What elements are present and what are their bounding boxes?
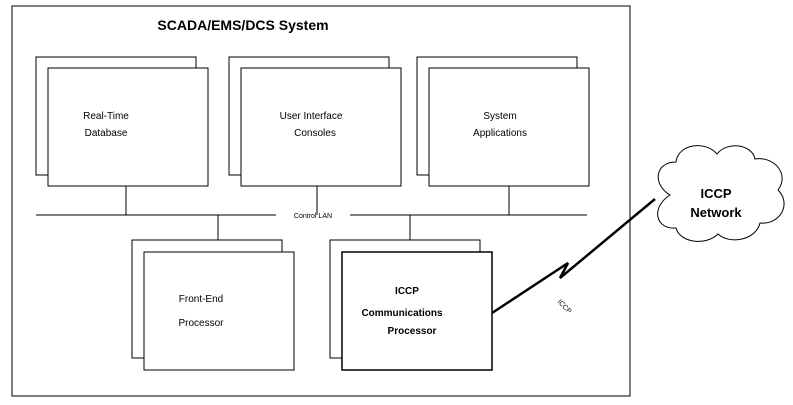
- iccp-comm-line3: Processor: [388, 326, 437, 337]
- system-applications-line2: Applications: [473, 128, 527, 139]
- iccp-communications-processor-box: ICCP Communications Processor: [329, 239, 493, 371]
- iccp-network-line2: Network: [690, 205, 742, 220]
- user-interface-consoles-line2: Consoles: [294, 128, 336, 139]
- system-title: SCADA/EMS/DCS System: [157, 17, 328, 33]
- system-applications-box: System Applications: [416, 56, 590, 187]
- iccp-network-line1: ICCP: [700, 186, 731, 201]
- user-interface-consoles-box: User Interface Consoles: [228, 56, 402, 187]
- realtime-database-line2: Database: [85, 128, 128, 139]
- realtime-database-box: Real-Time Database: [35, 56, 209, 187]
- realtime-database-line1: Real-Time: [83, 111, 129, 122]
- front-end-processor-line2: Processor: [178, 318, 224, 329]
- iccp-comm-line1: ICCP: [395, 286, 419, 297]
- front-end-processor-line1: Front-End: [179, 294, 223, 305]
- iccp-comm-line2: Communications: [361, 308, 443, 319]
- front-end-processor-box: Front-End Processor: [131, 239, 295, 371]
- iccp-link-bolt: [491, 198, 656, 315]
- control-lan-label: Control LAN: [294, 213, 332, 220]
- system-applications-line1: System: [483, 111, 516, 122]
- iccp-network-cloud: [657, 145, 785, 242]
- user-interface-consoles-line1: User Interface: [280, 111, 343, 122]
